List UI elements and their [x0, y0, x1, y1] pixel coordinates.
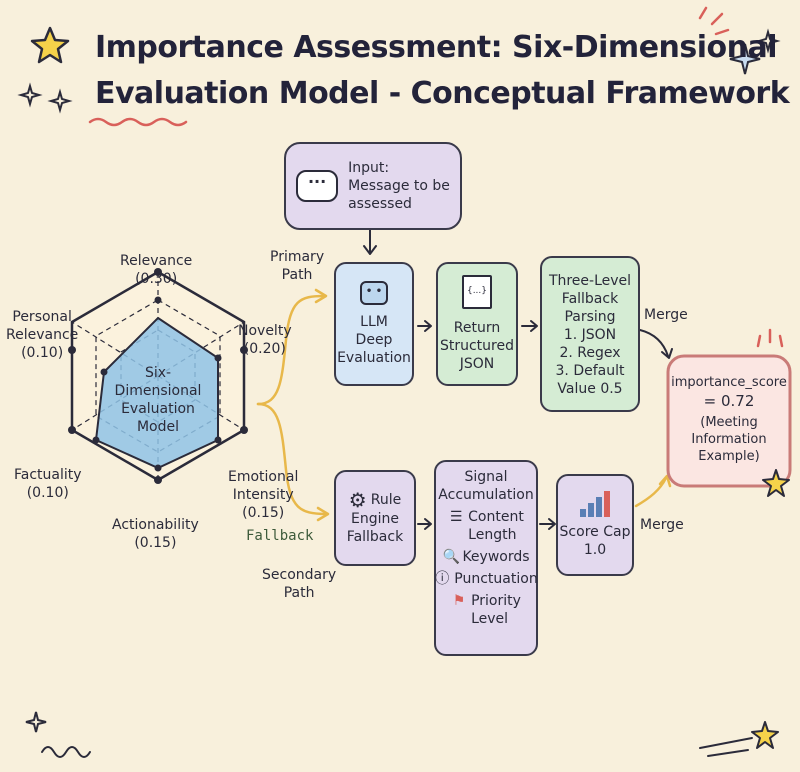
star-icon: [751, 721, 779, 749]
graduation-chart-icon: [580, 491, 610, 517]
radar-label-factuality: Factuality(0.10): [14, 467, 82, 501]
radar-label-relevance: Relevance(0.30): [120, 253, 193, 287]
robot-icon: • •: [360, 281, 388, 305]
radar-label-actionability: Actionability(0.15): [112, 517, 199, 551]
merge-label-top: Merge: [644, 307, 688, 323]
signal-item-keywords: 🔍 Keywords: [442, 549, 530, 565]
sparkle-icon: [17, 82, 43, 108]
exclamation-icon: ⓘ: [435, 571, 450, 587]
star-icon: [762, 469, 790, 497]
radar-label-novelty: Novelty(0.20): [238, 323, 292, 357]
radar-chart: [68, 268, 248, 484]
page-subtitle: Evaluation Model - Conceptual Framework: [95, 76, 790, 111]
magnifier-icon: 🔍: [442, 549, 460, 565]
score-cap-box: Score Cap 1.0: [556, 474, 634, 576]
document-icon: ☰: [449, 509, 463, 525]
sparkle-icon: [25, 711, 47, 733]
gear-icon: ⚙: [348, 488, 367, 512]
speech-bubble-icon: ···: [296, 170, 339, 202]
fallback-label: Fallback: [246, 528, 314, 544]
sparkle-icon: [755, 28, 781, 54]
document-icon: {...}: [462, 275, 492, 309]
merge-label-bottom: Merge: [640, 517, 684, 533]
signal-item-punctuation: ⓘ Punctuation: [435, 571, 538, 587]
page-title: Importance Assessment: Six-Dimensional: [95, 30, 778, 65]
sparkle-icon: [729, 43, 761, 75]
flag-icon: ⚑: [452, 593, 466, 609]
sparkle-icon: [47, 88, 73, 114]
star-icon: [30, 26, 70, 64]
